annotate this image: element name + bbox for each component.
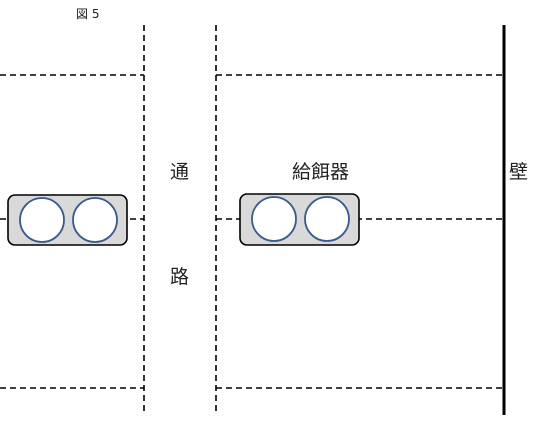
feeder-left-bowl-2 [72,197,118,243]
figure-label: 図 5 [76,7,100,21]
feeder-left-bowl-1 [19,197,65,243]
feeder-right-bowl-1 [251,196,297,242]
aisle-label-char-1: 通 [170,161,190,183]
feeder-right [239,193,360,246]
feeder-right-bowl-2 [304,196,350,242]
feeder-left [7,194,128,246]
wall-label: 壁 [509,161,529,183]
aisle-label-char-2: 路 [170,266,190,288]
feeder-label: 給餌器 [292,161,350,183]
